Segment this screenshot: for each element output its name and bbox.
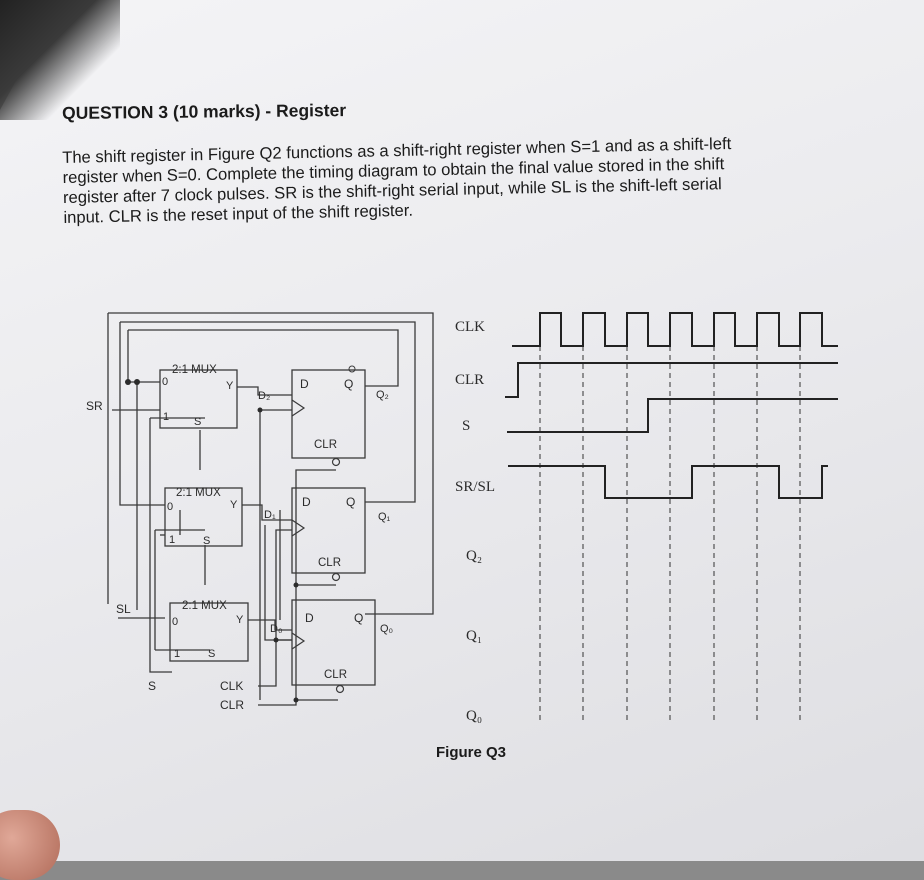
signal-label-clk: CLK (455, 319, 485, 335)
mux-input-0: 0 (172, 616, 178, 628)
clock-guide-lines (539, 346, 801, 720)
sr-sl-waveform (508, 465, 828, 499)
signal-label-sr-sl: SR/SL (455, 479, 495, 495)
q1-label: Q₁ (378, 511, 391, 523)
flip-flop-0 (291, 599, 376, 694)
ff-d-label: D (300, 377, 309, 391)
background-shadow (0, 0, 120, 120)
signal-label-q2: Q₂ (466, 548, 482, 564)
mux-select: S (203, 535, 210, 547)
junction-dots (125, 379, 299, 703)
mux-select: S (194, 416, 201, 428)
sr-input-label: SR (86, 399, 103, 413)
d2-label: D₂ (258, 390, 270, 402)
ff-q-label: Q (346, 495, 355, 509)
s-waveform (507, 398, 838, 433)
flip-flop-2 (291, 365, 366, 467)
s-input-label: S (148, 679, 156, 693)
q0-label: Q₀ (380, 623, 393, 635)
mux-label: 2:1 MUX (172, 364, 217, 376)
paper-page (0, 0, 924, 861)
ff-d-label: D (305, 611, 314, 625)
q2-label: Q₂ (376, 389, 389, 401)
mux-input-1: 1 (174, 648, 180, 660)
mux-input-1: 1 (163, 411, 169, 423)
mux-input-1: 1 (169, 534, 175, 546)
mux-output: Y (226, 380, 234, 392)
ff-d-label: D (302, 495, 311, 509)
mux-output: Y (230, 499, 238, 511)
timing-diagram: CLK CLR S SR/SL Q₂ Q₁ Q₀ (455, 312, 838, 724)
signal-label-s: S (462, 418, 470, 434)
signal-label-q1: Q₁ (466, 628, 482, 644)
mux-select: S (208, 648, 215, 660)
mux-1 (164, 487, 243, 547)
ff-clr-label: CLR (324, 669, 347, 681)
sl-input-label: SL (116, 602, 131, 616)
signal-label-q0: Q₀ (466, 708, 482, 724)
figure-caption: Figure Q3 (436, 744, 507, 761)
d0-label: D₀ (270, 623, 283, 635)
mux-output: Y (236, 614, 244, 626)
signal-label-clr: CLR (455, 372, 484, 388)
mux-label: 2:1 MUX (182, 600, 227, 612)
mux-0 (169, 602, 249, 662)
flip-flop-1 (291, 487, 366, 582)
d1-label: D₁ (264, 509, 276, 521)
mux-input-0: 0 (167, 501, 173, 513)
ff-clr-label: CLR (318, 557, 341, 569)
mux-2 (159, 369, 238, 429)
clk-input-label: CLK (220, 679, 243, 693)
ff-q-label: Q (344, 377, 353, 391)
clk-waveform (512, 312, 838, 347)
ff-q-label: Q (354, 611, 363, 625)
mux-label: 2:1 MUX (176, 487, 221, 499)
ff-clr-label: CLR (314, 439, 337, 451)
mux-input-0: 0 (162, 376, 168, 388)
figure-svg: SR SL S CLK CLR 2:1 MUX 0 1 Y S 2:1 MUX … (86, 312, 838, 724)
circuit-diagram (107, 312, 434, 706)
clr-input-label: CLR (220, 698, 244, 712)
clr-waveform (505, 362, 838, 398)
